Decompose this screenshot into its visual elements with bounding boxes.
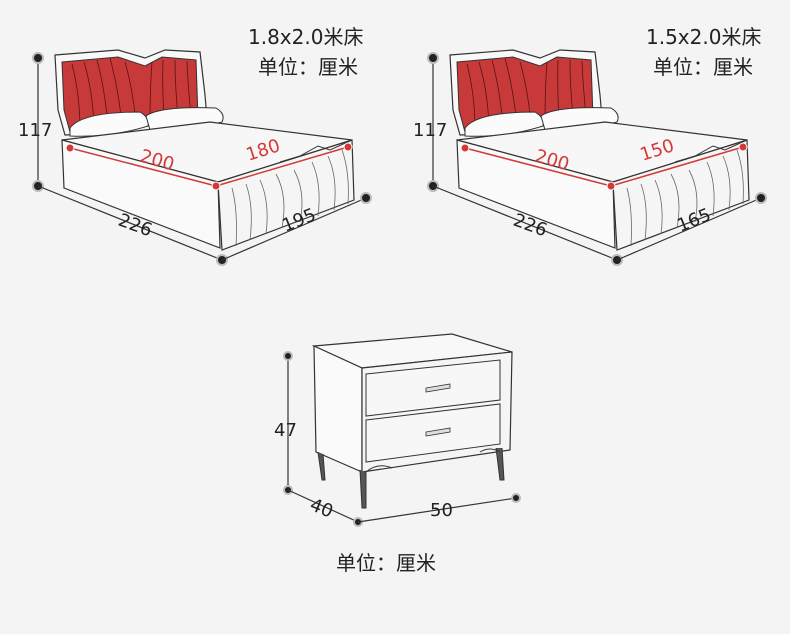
bed-large-unit-label: 单位：厘米 [258, 55, 358, 79]
bed-small-unit-label: 单位：厘米 [653, 55, 753, 79]
nightstand-drawing [283, 333, 521, 527]
bed-large-drawing [32, 49, 372, 266]
nightstand-unit-label: 单位：厘米 [336, 551, 436, 575]
bed-large-size-title: 1.8x2.0米床 [248, 25, 364, 49]
nightstand-height-label: 47 [274, 420, 297, 441]
bed-small-size-title: 1.5x2.0米床 [646, 25, 762, 49]
bed-small-drawing [427, 49, 767, 266]
nightstand-width-label: 50 [430, 500, 453, 521]
bed-small-height-label: 117 [413, 120, 448, 141]
bed-large-height-label: 117 [18, 120, 53, 141]
